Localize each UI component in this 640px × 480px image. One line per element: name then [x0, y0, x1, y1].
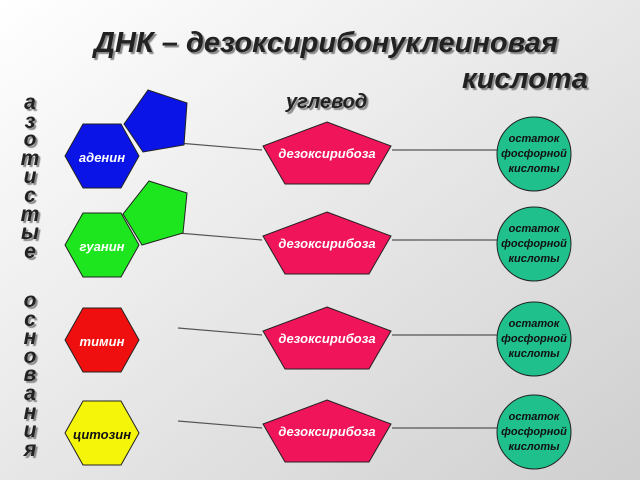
sugar-pentagon — [262, 211, 392, 275]
nitrogenous-letter: т — [20, 202, 40, 226]
bases-letter: в — [23, 363, 37, 387]
bases-letter: н — [23, 326, 37, 350]
phosphate-label-line: кислоты — [508, 441, 560, 453]
purine-pentagon-ring — [122, 180, 188, 246]
base-label: цитозин — [73, 427, 131, 442]
nucleotide-row: цитозин дезоксирибоза остаток фосфорной кисл… — [64, 394, 572, 470]
base-label: тимин — [80, 334, 125, 349]
base-hexagon — [64, 307, 140, 373]
phosphate-label-line: фосфорной — [501, 148, 567, 160]
phosphate-label-line: кислоты — [508, 348, 560, 360]
nitrogenous-letter: т — [20, 146, 40, 170]
sugar-pentagon — [262, 399, 392, 463]
base-hexagon — [64, 212, 140, 278]
base-hexagon — [64, 123, 140, 189]
base-sugar-bond — [177, 142, 263, 151]
sugar-pentagon — [262, 306, 392, 370]
base-label: аденин — [79, 150, 125, 165]
phosphate-circle — [496, 116, 572, 192]
bases-letter: н — [23, 400, 37, 424]
nucleotide-row: тимин дезоксирибоза остаток фосфорной кислот… — [64, 301, 572, 377]
base-sugar-bond — [177, 232, 263, 241]
bases-letter: а — [24, 381, 36, 405]
sugar-label: дезоксирибоза — [278, 424, 375, 439]
sugar-label: дезоксирибоза — [278, 236, 375, 251]
bases-letter: с — [24, 307, 36, 331]
title-line-1: ДНК – дезоксирибонуклеиновая — [94, 27, 558, 59]
nitrogenous-letter: и — [23, 165, 37, 189]
phosphate-label-line: фосфорной — [501, 333, 567, 345]
phosphate-label-line: фосфорной — [501, 238, 567, 250]
nucleotide-row: аденин дезоксирибоза остаток фосфорной кисло… — [64, 89, 572, 192]
bases-letter: я — [23, 437, 37, 461]
phosphate-label-line: фосфорной — [501, 426, 567, 438]
phosphate-label-line: остаток — [509, 411, 561, 423]
phosphate-circle — [496, 206, 572, 282]
phosphate-circle — [496, 301, 572, 377]
sugar-label: дезоксирибоза — [278, 331, 375, 346]
nucleotide-row: гуанин дезоксирибоза остаток фосфорной кисло… — [64, 180, 572, 282]
sugar-label: дезоксирибоза — [278, 146, 375, 161]
nitrogenous-letter: з — [24, 109, 36, 133]
phosphate-label-line: кислоты — [508, 253, 560, 265]
carbohydrate-label: углевод — [286, 91, 368, 113]
bases-letter: и — [23, 419, 37, 443]
phosphate-label-line: остаток — [509, 318, 561, 330]
nitrogenous-letter: а — [24, 91, 36, 114]
nitrogenous-letter: с — [24, 183, 36, 207]
base-sugar-bond — [177, 327, 263, 336]
sugar-pentagon — [262, 121, 392, 185]
bases-letter: о — [23, 289, 37, 312]
phosphate-label-line: остаток — [509, 133, 561, 145]
nitrogenous-letter: ы — [21, 221, 39, 245]
nitrogenous-letter: о — [23, 128, 37, 152]
base-sugar-bond — [177, 420, 263, 429]
phosphate-label-line: остаток — [509, 223, 561, 235]
phosphate-circle — [496, 394, 572, 470]
phosphate-label-line: кислоты — [508, 163, 560, 175]
purine-pentagon-ring — [123, 89, 188, 153]
base-hexagon — [64, 400, 140, 466]
nitrogenous-letter: е — [24, 239, 36, 263]
bases-letter: о — [23, 344, 37, 368]
base-label: гуанин — [79, 239, 124, 254]
title-line-2: кислота — [462, 63, 588, 95]
